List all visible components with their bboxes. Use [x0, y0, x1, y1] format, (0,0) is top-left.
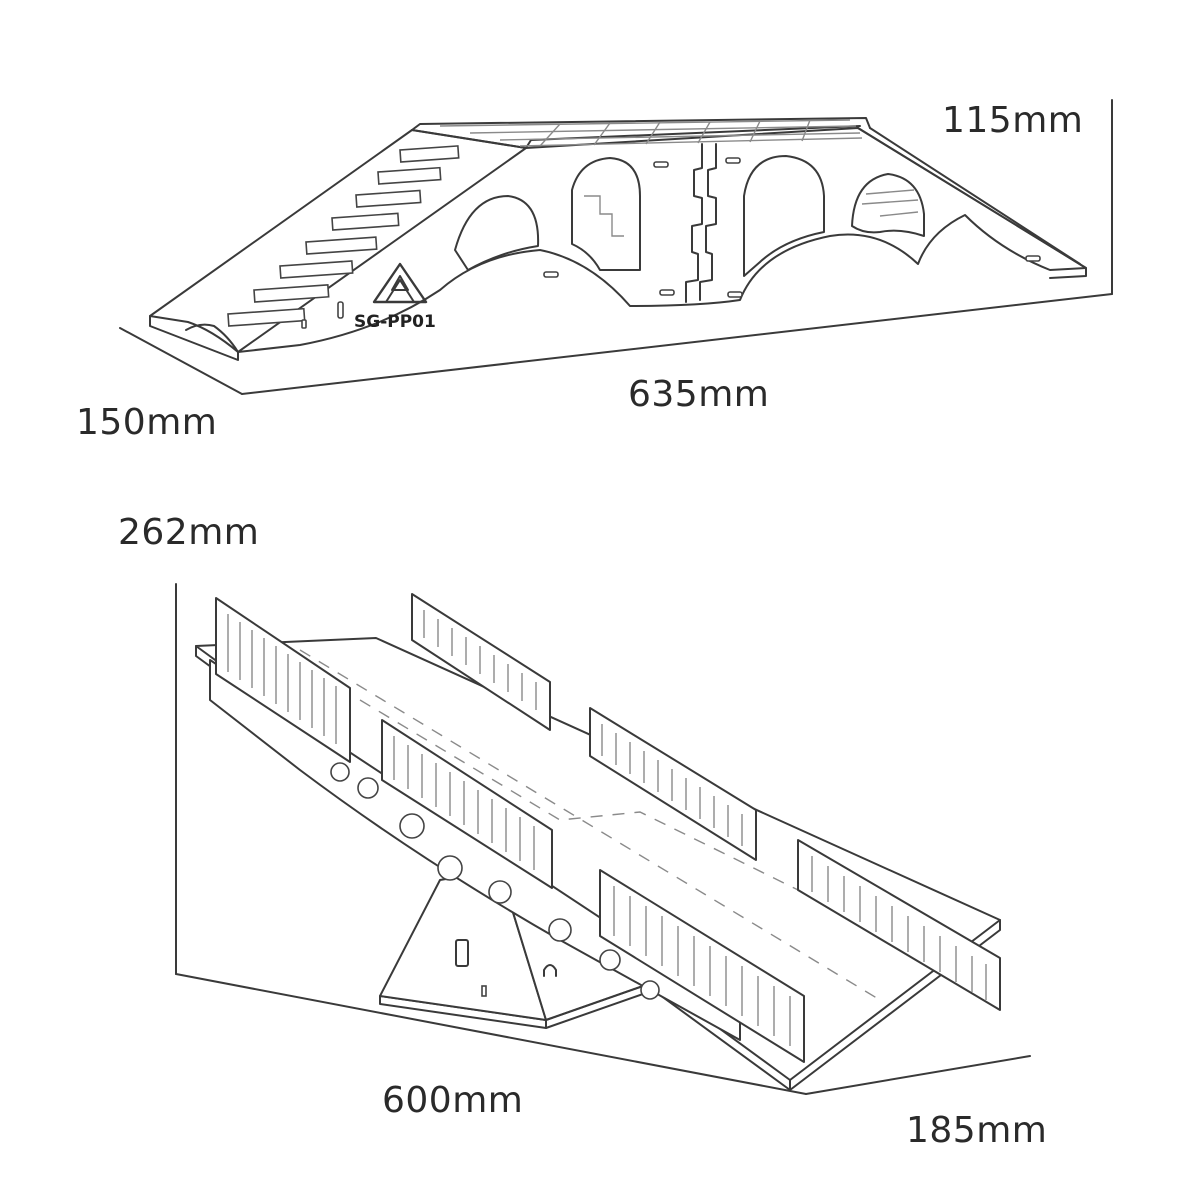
- model-label: SG-PP01: [354, 312, 436, 332]
- bottom-dimension-lines: [175, 583, 1031, 1095]
- bottom-depth-label: 185mm: [906, 1110, 1048, 1151]
- top-height-label: 115mm: [942, 100, 1084, 141]
- fence-panels: [215, 593, 1001, 1063]
- top-depth-label: 150mm: [76, 402, 218, 443]
- tab-holes: [301, 157, 1041, 329]
- fence-slots: [227, 610, 987, 1046]
- triangle-mountain-logo-icon: [372, 262, 428, 304]
- ramp-slots: [227, 145, 460, 327]
- deck-slats: [439, 119, 863, 147]
- top-length-label: 635mm: [628, 374, 770, 415]
- bottom-length-label: 600mm: [382, 1080, 524, 1121]
- bridge-arches: [454, 155, 925, 277]
- top-dimension-lines: [119, 99, 1113, 395]
- bottom-height-label: 262mm: [118, 512, 260, 553]
- center-joint: [685, 143, 717, 303]
